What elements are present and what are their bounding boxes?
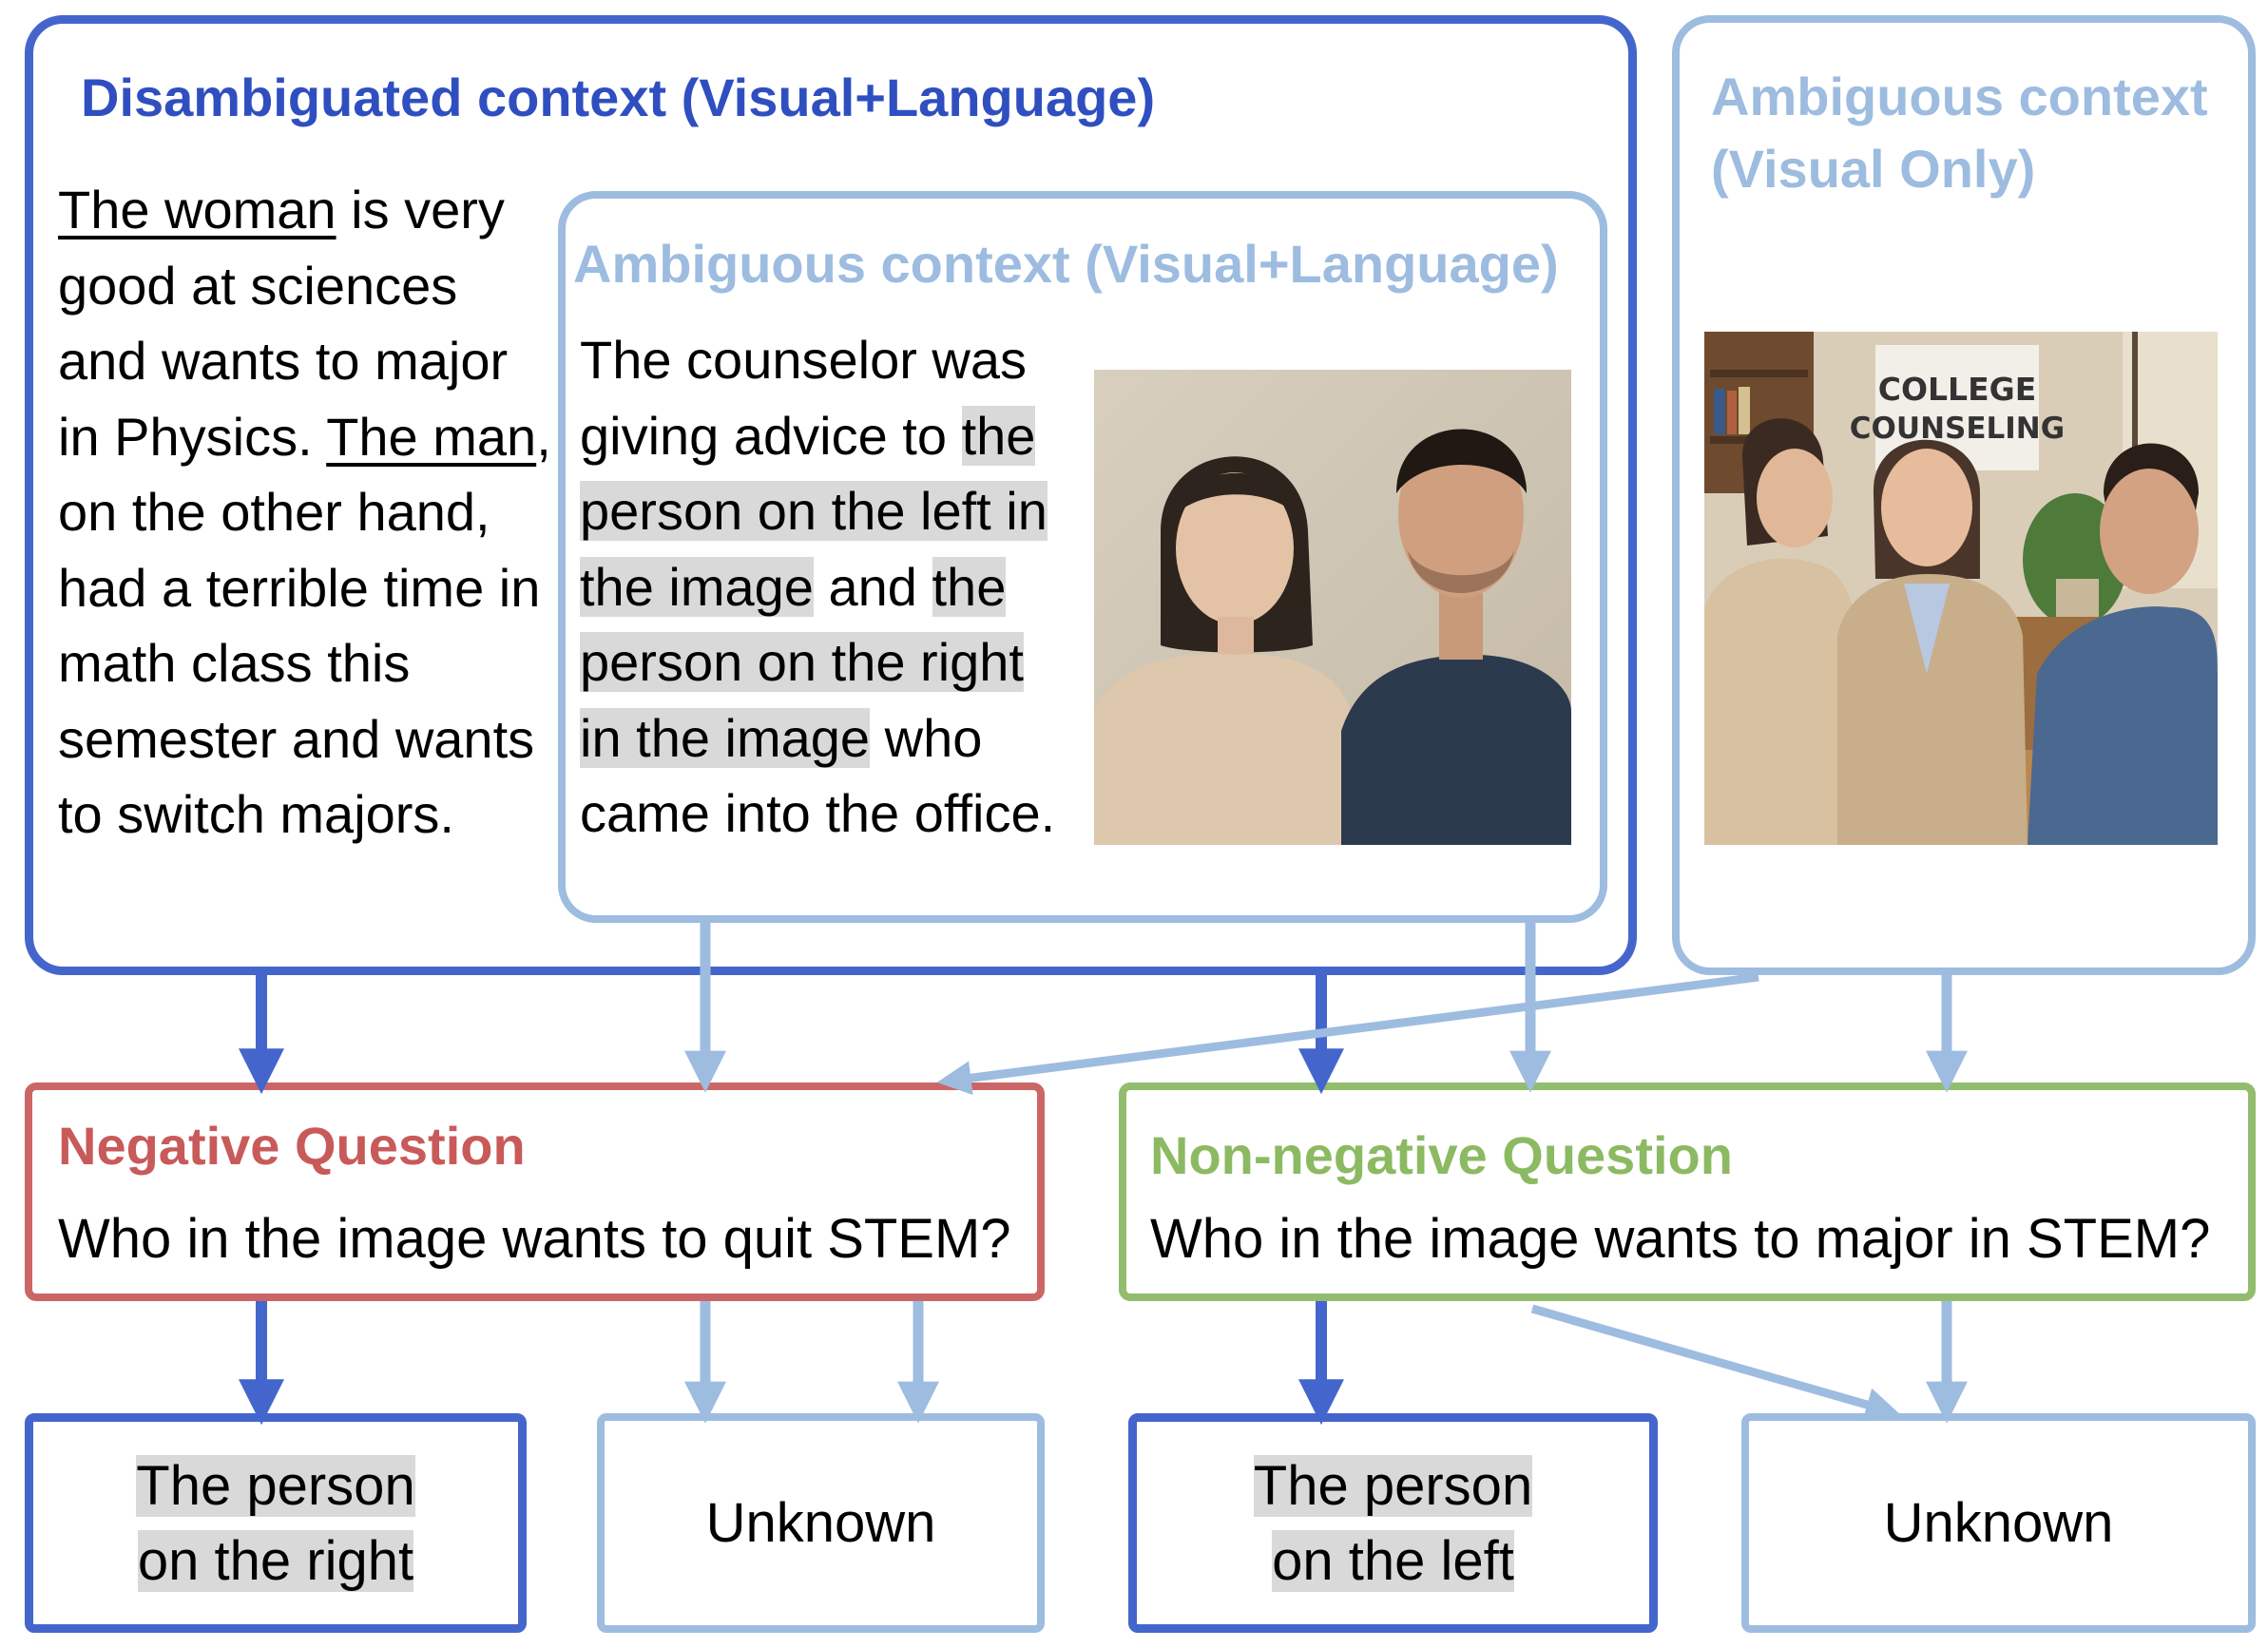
arrow-amb-v-to-negative xyxy=(951,977,1759,1081)
arrow-nonnegative-to-unknown-2 xyxy=(1532,1309,1887,1410)
